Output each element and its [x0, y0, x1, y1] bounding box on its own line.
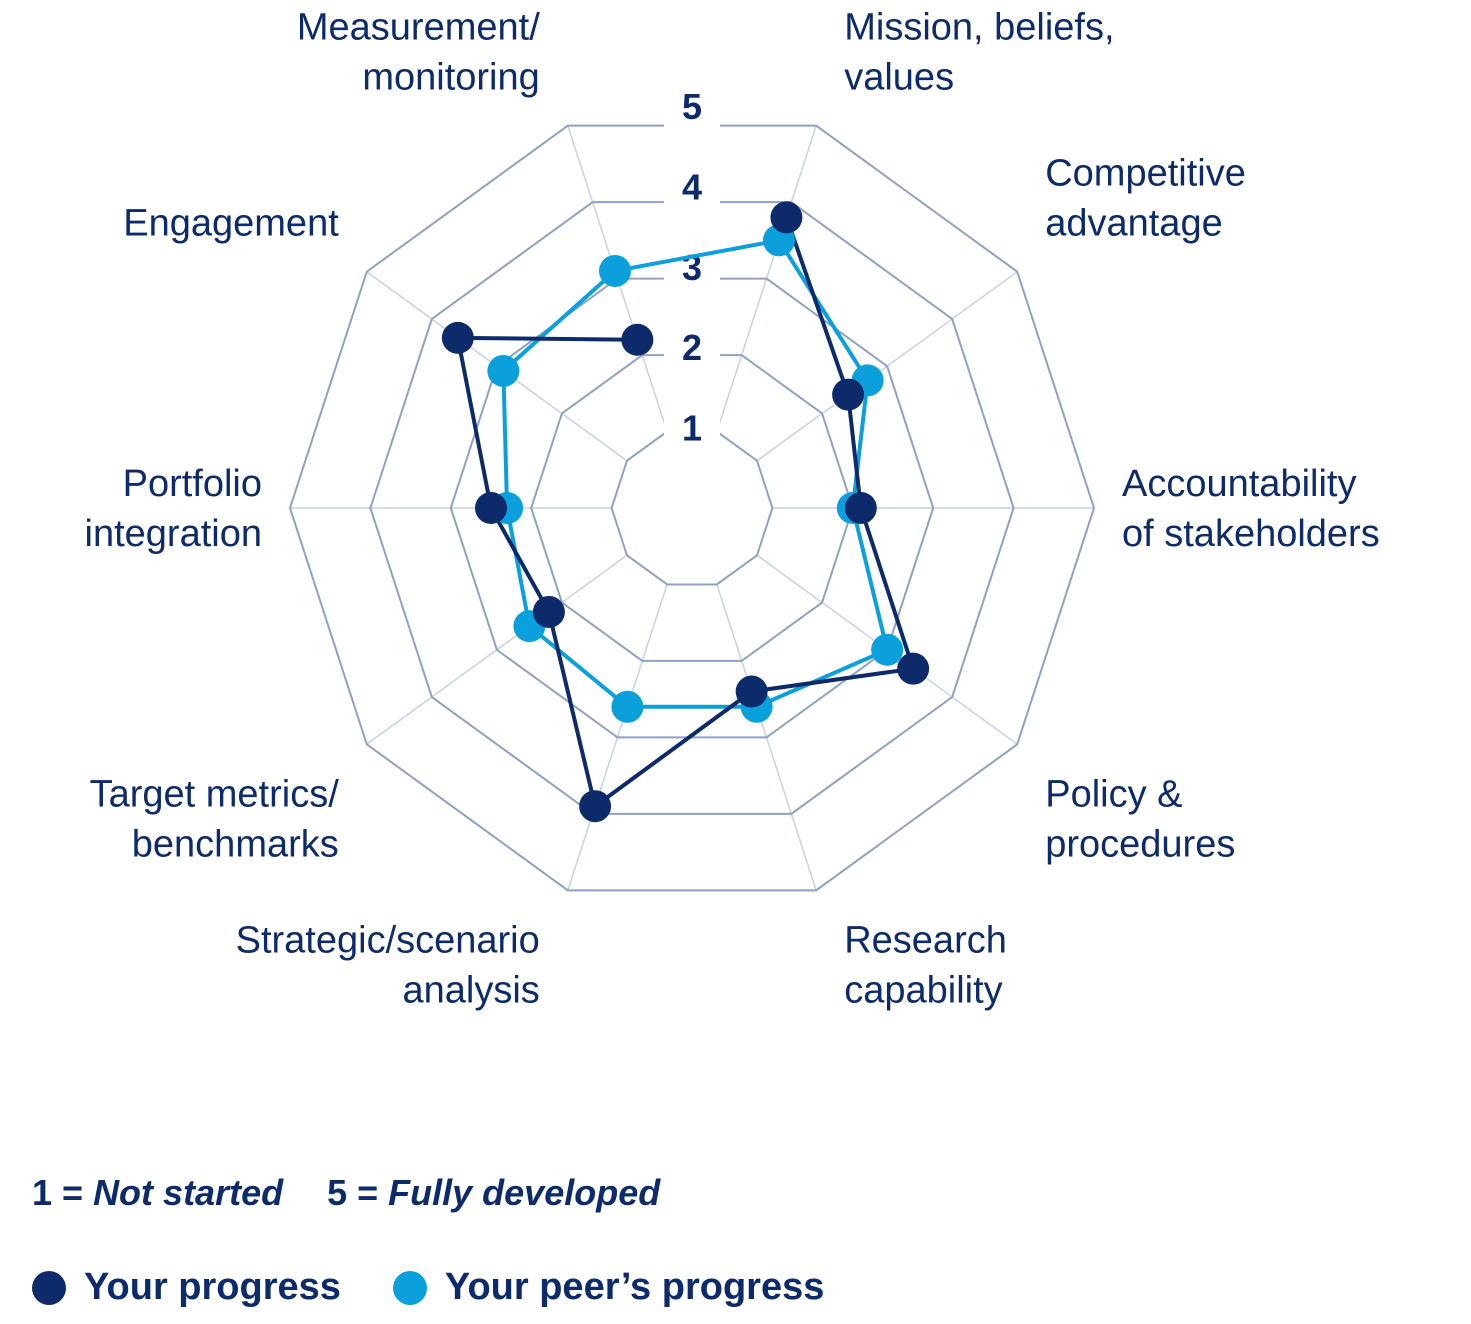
axis-label-line: Policy & — [1045, 773, 1182, 815]
legend-label-yours: Your progress — [84, 1266, 341, 1308]
series-point — [579, 790, 612, 823]
axis-label-line: analysis — [402, 969, 539, 1011]
series-point — [832, 378, 865, 411]
series-line — [455, 216, 916, 809]
legend-dot-yours-icon — [32, 1270, 66, 1305]
scale-note: 1 = Not started 5 = Fully developed — [32, 1172, 660, 1214]
axis-label-line: advantage — [1045, 203, 1223, 245]
scale-min-text: Not started — [93, 1172, 284, 1213]
axis-label-line: Target metrics/ — [90, 773, 340, 815]
axis-label-line: Portfolio — [123, 463, 262, 505]
axis-label-line: capability — [844, 969, 1002, 1011]
series-point — [735, 675, 768, 708]
axis-label: Competitive advantage — [1045, 153, 1246, 245]
legend-dot-peers-icon — [392, 1270, 427, 1305]
axis-label: Mission, beliefs, values — [844, 7, 1114, 99]
series-point — [770, 201, 803, 234]
axis-label-line: Measurement/ — [297, 7, 540, 49]
series-point — [475, 492, 507, 524]
tick-label-bg — [664, 405, 720, 450]
series-point — [844, 492, 877, 524]
axis-label-line: benchmarks — [132, 823, 339, 865]
axis-label-line: Competitive — [1045, 153, 1246, 195]
tick-label: 3 — [682, 247, 702, 288]
legend: Your progress Your peer’s progress — [32, 1266, 876, 1309]
axis-label-line: Strategic/scenario — [236, 919, 540, 961]
series-point — [598, 254, 631, 287]
axis-label: Engagement — [123, 203, 339, 245]
tick-label: 4 — [682, 166, 702, 207]
axis-label-line: Research — [844, 919, 1007, 961]
legend-item-yours: Your progress — [32, 1266, 341, 1309]
axis-label-line: integration — [85, 513, 262, 555]
legend-label-peers: Your peer’s progress — [444, 1266, 825, 1308]
radar-ring — [288, 124, 1096, 892]
tick-label-bg — [664, 84, 720, 128]
axis-label-line: values — [844, 57, 954, 99]
series-point — [441, 321, 474, 354]
series-line — [501, 238, 890, 709]
tick-label-bg — [664, 325, 720, 370]
axis-label-line: Accountability — [1122, 463, 1356, 505]
axis-label: Policy & procedures — [1045, 773, 1235, 865]
radar-ring — [530, 354, 854, 662]
series-point — [621, 323, 654, 356]
scale-max-text: Fully developed — [388, 1172, 661, 1213]
tick-label-bg — [664, 164, 720, 209]
series-point — [871, 633, 904, 666]
radar-ring — [610, 430, 774, 586]
axis-label: Measurement/monitoring — [297, 7, 540, 99]
series-point — [611, 690, 644, 723]
scale-min-key: 1 = — [32, 1172, 94, 1213]
axis-label-line: monitoring — [362, 57, 539, 99]
tick-label: 1 — [682, 408, 702, 449]
axis-label-line: procedures — [1045, 823, 1235, 865]
axis-label-line: Mission, beliefs, — [844, 7, 1114, 49]
axis-label: Research capability — [844, 919, 1007, 1011]
axis-label: Strategic/scenario analysis — [236, 919, 540, 1011]
tick-label: 2 — [682, 327, 702, 368]
series-point — [532, 595, 565, 628]
tick-label: 5 — [682, 86, 702, 127]
scale-max-key: 5 = — [327, 1172, 389, 1213]
series-point — [897, 652, 930, 685]
axis-label: Accountability of stakeholders — [1122, 463, 1380, 555]
axis-label: Portfolio integration — [85, 463, 262, 555]
series-point — [487, 354, 520, 387]
axis-label-line: of stakeholders — [1122, 513, 1380, 555]
legend-item-peers: Your peer’s progress — [392, 1266, 825, 1309]
axis-label-line: Engagement — [123, 203, 339, 245]
axis-label: Target metrics/benchmarks — [90, 773, 340, 865]
